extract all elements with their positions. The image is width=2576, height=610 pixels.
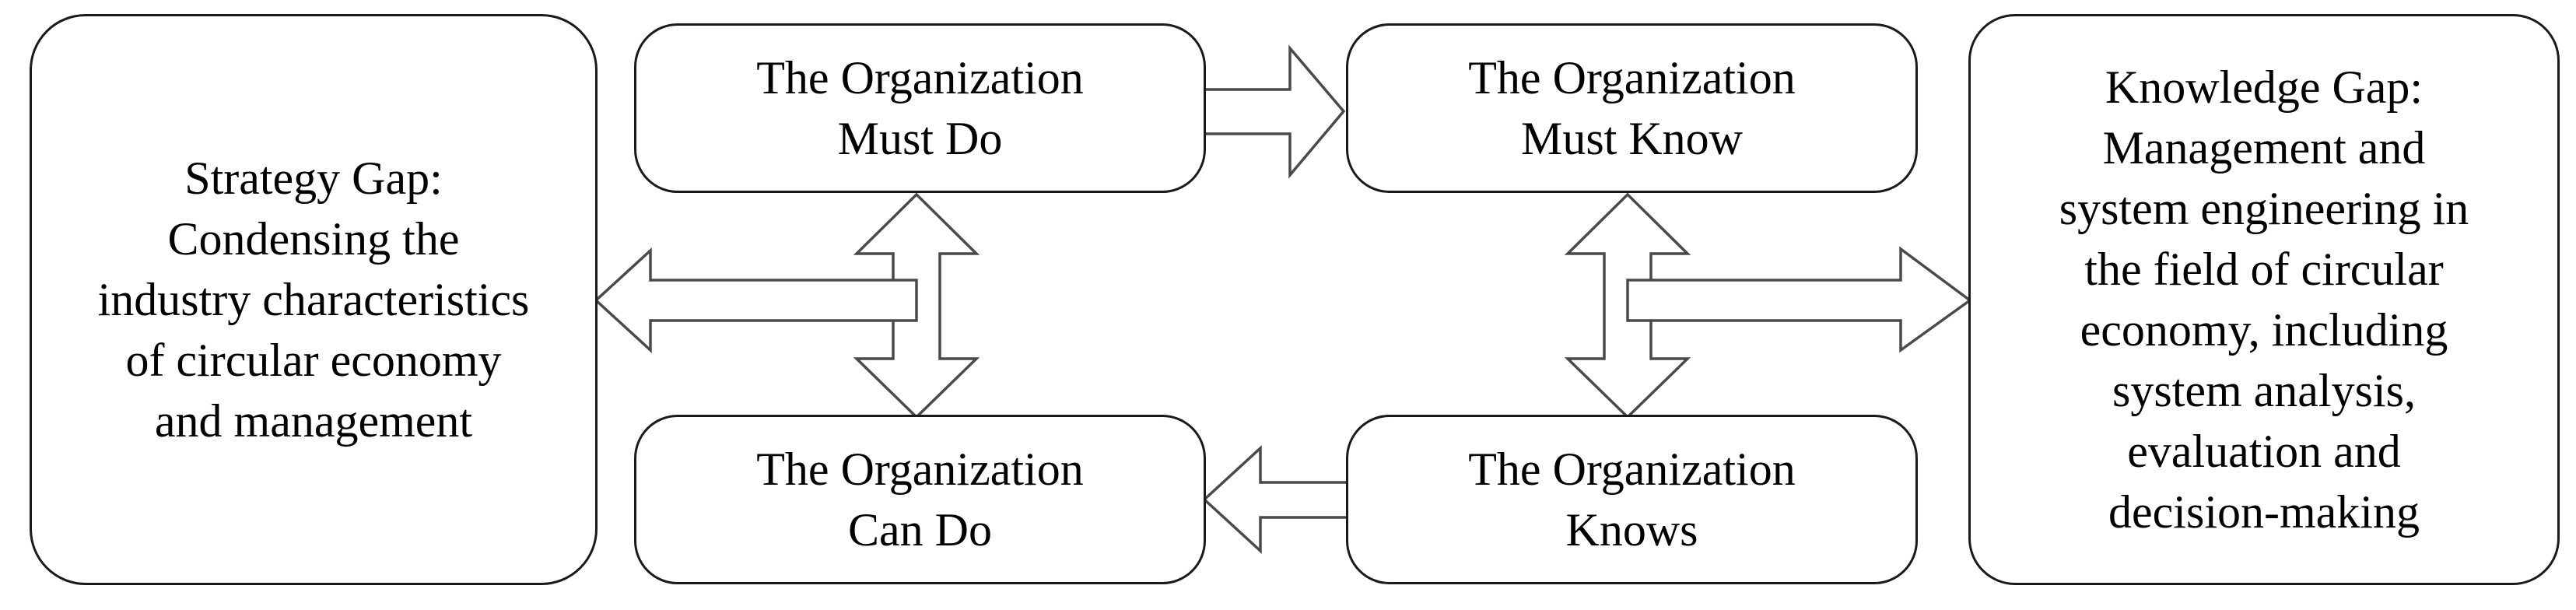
node-organization-must-do[interactable]: The Organization Must Do	[634, 23, 1206, 193]
arrow-must-do-can-do-vertical	[853, 192, 980, 419]
node-knowledge-gap[interactable]: Knowledge Gap: Management and system eng…	[1968, 14, 2560, 585]
node-knowledge-gap-label: Knowledge Gap: Management and system eng…	[2059, 61, 2469, 538]
node-strategy-gap[interactable]: Strategy Gap: Condensing the industry ch…	[30, 14, 598, 585]
node-organization-knows-label: The Organization Knows	[1468, 443, 1796, 556]
arrow-cycle-to-knowledge-gap	[1626, 246, 1972, 353]
arrow-cycle-to-strategy-gap	[594, 247, 918, 353]
arrow-must-know-knows-vertical	[1564, 192, 1691, 419]
node-organization-must-know[interactable]: The Organization Must Know	[1346, 23, 1918, 193]
arrow-knows-to-can-do	[1202, 445, 1351, 554]
node-organization-can-do[interactable]: The Organization Can Do	[634, 415, 1206, 584]
node-strategy-gap-label: Strategy Gap: Condensing the industry ch…	[97, 152, 530, 447]
node-organization-must-do-label: The Organization Must Do	[756, 52, 1084, 164]
node-organization-must-know-label: The Organization Must Know	[1468, 52, 1796, 164]
arrow-must-do-to-must-know	[1199, 44, 1346, 179]
node-organization-knows[interactable]: The Organization Knows	[1346, 415, 1918, 584]
node-organization-can-do-label: The Organization Can Do	[756, 443, 1084, 556]
